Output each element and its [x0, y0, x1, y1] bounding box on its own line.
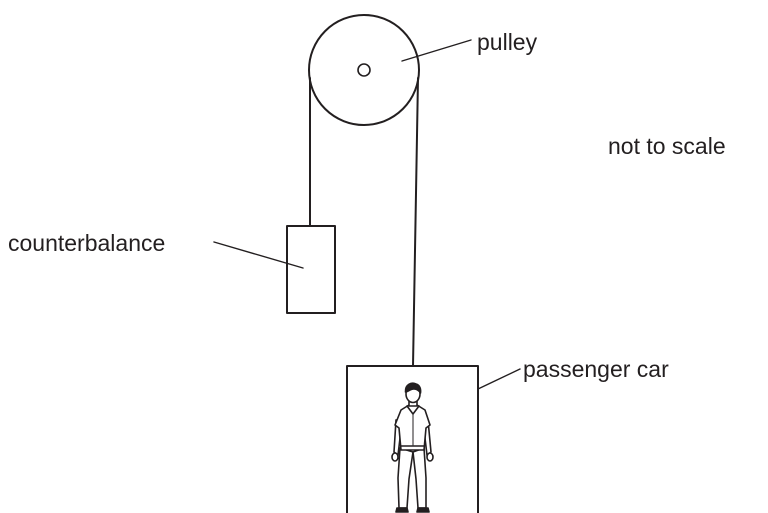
passenger-car: [346, 365, 479, 513]
counterbalance-block: [286, 225, 336, 314]
not-to-scale-note: not to scale: [608, 133, 726, 159]
car-cable: [412, 77, 419, 367]
pulley-label: pulley: [477, 29, 538, 55]
counterbalance-leader-line: [213, 241, 304, 269]
passenger-car-leader-line: [477, 368, 521, 390]
counterbalance-label: counterbalance: [8, 230, 166, 256]
pulley-axle: [357, 63, 371, 77]
passenger-figure-icon: [391, 382, 434, 513]
passenger-car-label: passenger car: [523, 356, 669, 382]
pulley-leader-line: [401, 39, 472, 62]
